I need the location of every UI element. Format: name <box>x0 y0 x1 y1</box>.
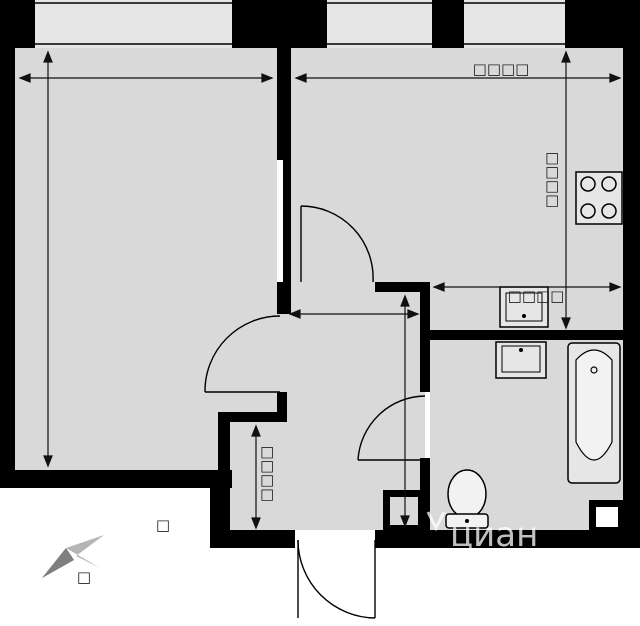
bathtub <box>567 342 621 484</box>
hall-width-label: □□□□ <box>508 287 565 305</box>
walls <box>0 0 640 548</box>
bathroom-sink <box>495 341 547 379</box>
kitchen-width-label: □□□□ <box>473 60 530 78</box>
hall-depth-label: □□□□ <box>257 446 275 503</box>
watermark-text: циан <box>450 515 538 555</box>
kitchen-depth-label: □□□□ <box>542 152 560 209</box>
kitchen-floor <box>290 48 623 332</box>
watermark: циан <box>426 511 538 555</box>
balcony-strip <box>35 0 633 48</box>
compass-north-label: □ <box>77 568 91 586</box>
compass-side-label: □ <box>156 516 170 534</box>
compass-rose <box>42 527 104 578</box>
kitchen-sink <box>499 286 549 328</box>
dimension-lines <box>18 50 622 530</box>
shaft-inner-2 <box>596 507 618 527</box>
doors <box>204 205 426 619</box>
windows <box>35 2 565 45</box>
stove <box>575 171 623 225</box>
toilet <box>445 469 489 529</box>
